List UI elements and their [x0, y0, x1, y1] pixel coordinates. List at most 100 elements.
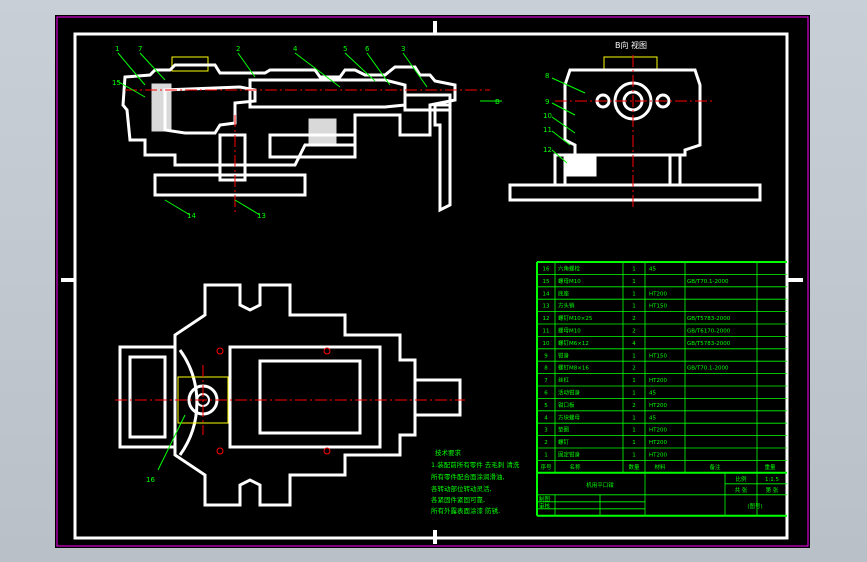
bom-cell-qty: 1: [632, 415, 636, 421]
bom-cell-qty: 2: [632, 329, 636, 335]
callout-label: 13: [257, 212, 266, 220]
bom-cell-qty: 2: [632, 366, 636, 372]
bom-cell-no: 6: [544, 391, 548, 397]
bom-cell-no: 13: [543, 304, 550, 310]
bom-cell-qty: 4: [632, 341, 636, 347]
bom-cell-material: 45: [649, 391, 656, 397]
hatched-nut: [308, 118, 337, 147]
cad-drawing: 1 7 2 4 5 6 3 15 B 14 13 B向 视图 8 9 10 1: [56, 16, 809, 547]
bom-cell-name: 六角螺栓: [558, 265, 581, 273]
plan-bolt-2: [323, 447, 331, 455]
title-block-scale: 1:1.5: [765, 477, 780, 483]
callout-label: 15: [112, 79, 121, 87]
view-title: B向 视图: [615, 40, 647, 50]
title-block-sheet-label: 共 张: [735, 486, 748, 494]
bom-cell-material: 45: [649, 415, 656, 421]
callout-label: 5: [343, 45, 347, 53]
front-leader-lines: [116, 52, 502, 216]
bom-cell-name: 螺母M10: [558, 277, 581, 285]
bom-cell-no: 12: [543, 316, 550, 322]
bom-header-name: 名称: [569, 463, 581, 471]
bom-cell-no: 11: [543, 329, 550, 335]
bom-cell-no: 9: [544, 353, 548, 359]
callout-label: 10: [543, 112, 552, 120]
bom-cell-standard: GB/T70.1-2000: [687, 279, 729, 285]
plan-handle-block: [118, 345, 177, 449]
title-block-code: (图号): [747, 502, 762, 510]
tech-line: 所有零件配合面涂润滑油,: [431, 472, 505, 481]
bom-cell-material: HT200: [649, 428, 667, 434]
bom-cell-name: 钳口板: [558, 401, 575, 409]
side-right-leg: [668, 153, 682, 187]
bom-cell-standard: GB/T5783-2000: [687, 316, 731, 322]
bom-cell-qty: 1: [632, 279, 636, 285]
tech-line: 各紧固件紧固可靠,: [431, 495, 485, 504]
base-plate: [153, 173, 307, 197]
hatched-jaw-plate: [151, 83, 172, 132]
side-left-leg: [553, 153, 567, 187]
vise-body-outline: [121, 63, 457, 167]
bom-cell-no: 14: [543, 291, 550, 297]
bom-cell-name: 钳身: [558, 351, 570, 359]
callout-label: 8: [545, 72, 549, 80]
bom-header-no: 序号: [540, 463, 552, 471]
bom-cell-name: 底座: [558, 289, 570, 297]
handle-rod: [433, 103, 452, 213]
callout-label: 7: [138, 45, 142, 53]
bom-cell-qty: 1: [632, 378, 636, 384]
front-callout-labels: 1 7 2 4 5 6 3 15 B 14 13: [112, 45, 500, 220]
bom-cell-qty: 1: [632, 453, 636, 459]
side-callout-labels: 8 9 10 11 12: [543, 72, 552, 154]
bom-cell-standard: GB/T5783-2000: [687, 341, 731, 347]
bom-cell-qty: 1: [632, 391, 636, 397]
bom-cell-no: 16: [543, 267, 550, 273]
fixed-jaw-section: [163, 85, 257, 135]
bom-cell-name: 螺钉M10×25: [558, 314, 593, 322]
plan-bolt-1: [323, 347, 331, 355]
title-block-sheet: 第 张: [766, 486, 779, 494]
callout-label: 11: [543, 126, 552, 134]
bom-cell-no: 5: [544, 403, 548, 409]
bom-cell-no: 7: [544, 378, 548, 384]
technical-requirements: 技术要求 1.装配前所有零件 去毛刺 清洗 所有零件配合面涂润滑油, 各转动部位…: [431, 448, 520, 515]
bom-cell-name: 固定钳身: [558, 451, 581, 459]
bom-cell-no: 15: [543, 279, 550, 285]
bom-cell-material: 45: [649, 267, 656, 273]
front-section-view: [121, 56, 457, 213]
side-leader-lines: [551, 77, 586, 164]
tech-line: 各转动部位转动灵活,: [431, 484, 492, 493]
plan-jaw-block: [228, 345, 382, 449]
bom-header-weight: 重量: [764, 463, 776, 471]
bom-header-qty: 数量: [628, 463, 640, 471]
bom-cell-qty: 2: [632, 403, 636, 409]
tech-line: 1.装配前所有零件 去毛刺 清洗: [431, 460, 520, 469]
bom-cell-no: 1: [544, 453, 548, 459]
bom-cell-standard: GB/T6170-2000: [687, 329, 731, 335]
bom-cell-name: 螺钉: [558, 438, 570, 446]
centering-mark-right: [787, 278, 803, 282]
cad-drawing-canvas[interactable]: 1 7 2 4 5 6 3 15 B 14 13 B向 视图 8 9 10 1: [55, 15, 810, 548]
bom-cell-material: HT200: [649, 453, 667, 459]
bom-cell-no: 10: [543, 341, 550, 347]
side-base: [508, 183, 762, 202]
bom-cell-name: 螺钉M6×12: [558, 339, 589, 347]
bom-cell-material: HT150: [649, 304, 667, 310]
side-jaw-highlight: [603, 56, 658, 70]
bom-cell-standard: GB/T70.1-2000: [687, 366, 729, 372]
side-clamp-block: [563, 153, 597, 177]
bom-cell-qty: 1: [632, 304, 636, 310]
bom-cell-name: 活动钳身: [558, 389, 581, 397]
bom-cell-no: 3: [544, 428, 548, 434]
callout-label: 9: [545, 98, 549, 106]
section-label: B: [495, 98, 500, 106]
callout-label: 12: [543, 146, 552, 154]
title-block-title: 机用平口钳: [586, 481, 614, 489]
bom-cell-name: 垫圈: [558, 426, 570, 434]
title-block-check-label: 审核: [539, 502, 551, 510]
sheet-inner-frame: [73, 32, 789, 540]
bom-cell-no: 2: [544, 440, 548, 446]
title-block-drawing-label: 制图: [539, 495, 551, 503]
bom-cell-material: HT200: [649, 440, 667, 446]
sheet-outer-border: [56, 16, 809, 547]
